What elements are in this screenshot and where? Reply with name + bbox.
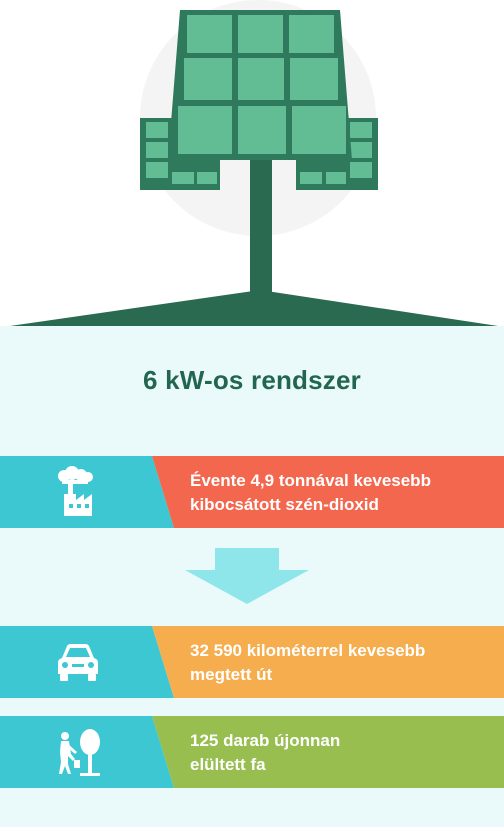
factory-emission-icon <box>52 464 104 516</box>
stat-text-line-1: Évente 4,9 tonnával kevesebb <box>190 471 431 490</box>
stat-text-line-1: 32 590 kilométerrel kevesebb <box>190 641 426 660</box>
panel-base <box>10 290 498 326</box>
car-icon <box>52 638 104 690</box>
stat-row-background <box>0 456 504 528</box>
stat-text: 32 590 kilométerrel kevesebb megtett út <box>190 639 490 687</box>
stat-text-line-2: megtett út <box>190 665 273 684</box>
stat-row-trees: 125 darab újonnan elültett fa <box>0 716 504 788</box>
down-arrow-icon <box>185 548 309 604</box>
page-title: 6 kW-os rendszer <box>143 365 361 395</box>
stat-text: Évente 4,9 tonnával kevesebb kibocsátott… <box>190 469 490 517</box>
main-solar-panel <box>168 10 352 160</box>
stat-row-co2: Évente 4,9 tonnával kevesebb kibocsátott… <box>0 456 504 528</box>
stat-text: 125 darab újonnan elültett fa <box>190 729 490 777</box>
stat-row-distance: 32 590 kilométerrel kevesebb megtett út <box>0 626 504 698</box>
solar-panel-illustration <box>10 0 498 326</box>
stat-row-background <box>0 716 504 788</box>
panel-post <box>250 160 272 295</box>
stat-text-line-2: kibocsátott szén-dioxid <box>190 495 379 514</box>
planting-tree-icon <box>52 726 104 778</box>
stat-text-line-1: 125 darab újonnan <box>190 731 341 750</box>
stat-text-line-2: elültett fa <box>190 755 266 774</box>
